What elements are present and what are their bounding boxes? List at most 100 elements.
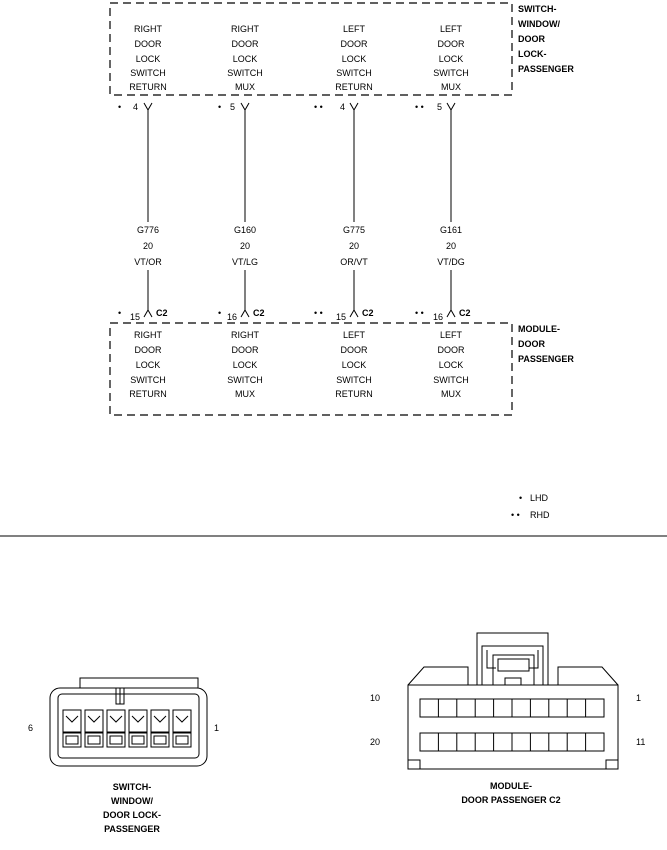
svg-text:• •: • • [314,102,323,112]
wire-3-label: G775 20 OR/VT [340,225,368,267]
svg-text:C2: C2 [459,308,471,318]
svg-text:LEFT: LEFT [343,330,366,340]
svg-text:LEFT: LEFT [440,24,463,34]
svg-text:PASSENGER: PASSENGER [518,354,574,364]
module-connector-pin-10: 10 [370,693,380,703]
svg-text:OR/VT: OR/VT [340,257,368,267]
bottom-fork-4 [446,308,456,318]
svg-text:LEFT: LEFT [343,24,366,34]
wire-1-label: G776 20 VT/OR [134,225,162,267]
svg-text:G775: G775 [343,225,365,235]
svg-text:LOCK: LOCK [233,360,258,370]
bottom-component-name: MODULE- DOOR PASSENGER [518,324,574,364]
module-connector-caption: MODULE- DOOR PASSENGER C2 [461,781,560,805]
module-connector-pin-1: 1 [636,693,641,703]
svg-text:DOOR LOCK-: DOOR LOCK- [103,810,161,820]
svg-text:WINDOW/: WINDOW/ [518,19,560,29]
bottom-fork-2 [240,308,250,318]
top-pin-4-label: LEFT DOOR LOCK SWITCH MUX [433,24,469,92]
bottom-pin-4-label: LEFT DOOR LOCK SWITCH MUX [433,330,469,399]
svg-text:LEFT: LEFT [440,330,463,340]
top-pin-markers: • 4 • 5 • • 4 • • 5 [118,102,442,112]
svg-text:MODULE-: MODULE- [518,324,560,334]
module-connector-pin-11: 11 [636,737,645,747]
bottom-pin-markers: • 15 C2 • 16 C2 • • 15 C2 • • 16 C2 [118,308,471,322]
svg-text:20: 20 [143,241,153,251]
svg-text:LOCK: LOCK [136,54,161,64]
svg-text:SWITCH: SWITCH [130,68,166,78]
switch-connector-lower-cavities [62,732,192,748]
svg-text:RIGHT: RIGHT [134,330,163,340]
svg-text:G776: G776 [137,225,159,235]
top-pin-2-label: RIGHT DOOR LOCK SWITCH MUX [227,24,263,92]
svg-text:• •: • • [314,308,323,318]
svg-text:15: 15 [336,312,346,322]
bottom-fork-symbols [143,308,456,318]
switch-connector-pin-1: 1 [214,723,219,733]
switch-connector-pin-6: 6 [28,723,33,733]
wires [147,110,452,310]
svg-text:RETURN: RETURN [335,82,373,92]
svg-text:DOOR: DOOR [438,345,466,355]
svg-text:5: 5 [437,102,442,112]
top-fork-1 [143,102,153,112]
svg-text:C2: C2 [156,308,168,318]
svg-text:DOOR PASSENGER C2: DOOR PASSENGER C2 [461,795,560,805]
svg-text:• •: • • [415,308,424,318]
svg-text:RETURN: RETURN [129,82,167,92]
bottom-pin-3-label: LEFT DOOR LOCK SWITCH RETURN [335,330,373,399]
bottom-fork-1 [143,308,153,318]
svg-text:MUX: MUX [441,389,461,399]
svg-text:DOOR: DOOR [341,345,369,355]
svg-text:DOOR: DOOR [135,345,163,355]
top-fork-2 [240,102,250,112]
legend: • LHD • • RHD [511,493,550,520]
legend-rhd-dots: • • [511,510,520,520]
switch-window-door-lock-passenger-box [109,2,513,96]
svg-text:20: 20 [240,241,250,251]
svg-text:• •: • • [415,102,424,112]
svg-text:RIGHT: RIGHT [231,330,260,340]
svg-text:RIGHT: RIGHT [134,24,163,34]
svg-text:16: 16 [433,312,443,322]
svg-text:16: 16 [227,312,237,322]
svg-text:•: • [218,102,221,112]
svg-text:SWITCH: SWITCH [433,68,469,78]
svg-text:DOOR: DOOR [518,34,546,44]
switch-connector-caption: SWITCH- WINDOW/ DOOR LOCK- PASSENGER [103,782,161,834]
svg-text:5: 5 [230,102,235,112]
svg-text:4: 4 [133,102,138,112]
svg-text:RETURN: RETURN [335,389,373,399]
svg-text:WINDOW/: WINDOW/ [111,796,153,806]
svg-text:DOOR: DOOR [518,339,546,349]
svg-text:G160: G160 [234,225,256,235]
top-fork-3 [349,102,359,112]
bottom-pin-1-label: RIGHT DOOR LOCK SWITCH RETURN [129,330,167,399]
svg-text:G161: G161 [440,225,462,235]
legend-lhd-label: LHD [530,493,549,503]
svg-text:C2: C2 [253,308,265,318]
svg-text:LOCK-: LOCK- [518,49,547,59]
svg-text:20: 20 [349,241,359,251]
svg-text:LOCK: LOCK [136,360,161,370]
svg-text:MODULE-: MODULE- [490,781,532,791]
top-component-name: SWITCH- WINDOW/ DOOR LOCK- PASSENGER [518,4,574,74]
bottom-fork-3 [349,308,359,318]
switch-connector-upper-cavities [62,709,192,733]
svg-text:SWITCH: SWITCH [130,375,166,385]
svg-text:SWITCH-: SWITCH- [518,4,557,14]
svg-text:SWITCH: SWITCH [227,375,263,385]
svg-text:VT/LG: VT/LG [232,257,258,267]
top-pin-1-label: RIGHT DOOR LOCK SWITCH RETURN [129,24,167,92]
svg-text:DOOR: DOOR [341,39,369,49]
svg-text:•: • [218,308,221,318]
svg-text:LOCK: LOCK [439,54,464,64]
svg-text:SWITCH: SWITCH [336,375,372,385]
svg-text:MUX: MUX [235,82,255,92]
legend-rhd-label: RHD [530,510,550,520]
svg-text:VT/DG: VT/DG [437,257,465,267]
svg-text:C2: C2 [362,308,374,318]
legend-lhd-dots: • [519,493,522,503]
svg-text:DOOR: DOOR [232,345,260,355]
svg-text:LOCK: LOCK [439,360,464,370]
